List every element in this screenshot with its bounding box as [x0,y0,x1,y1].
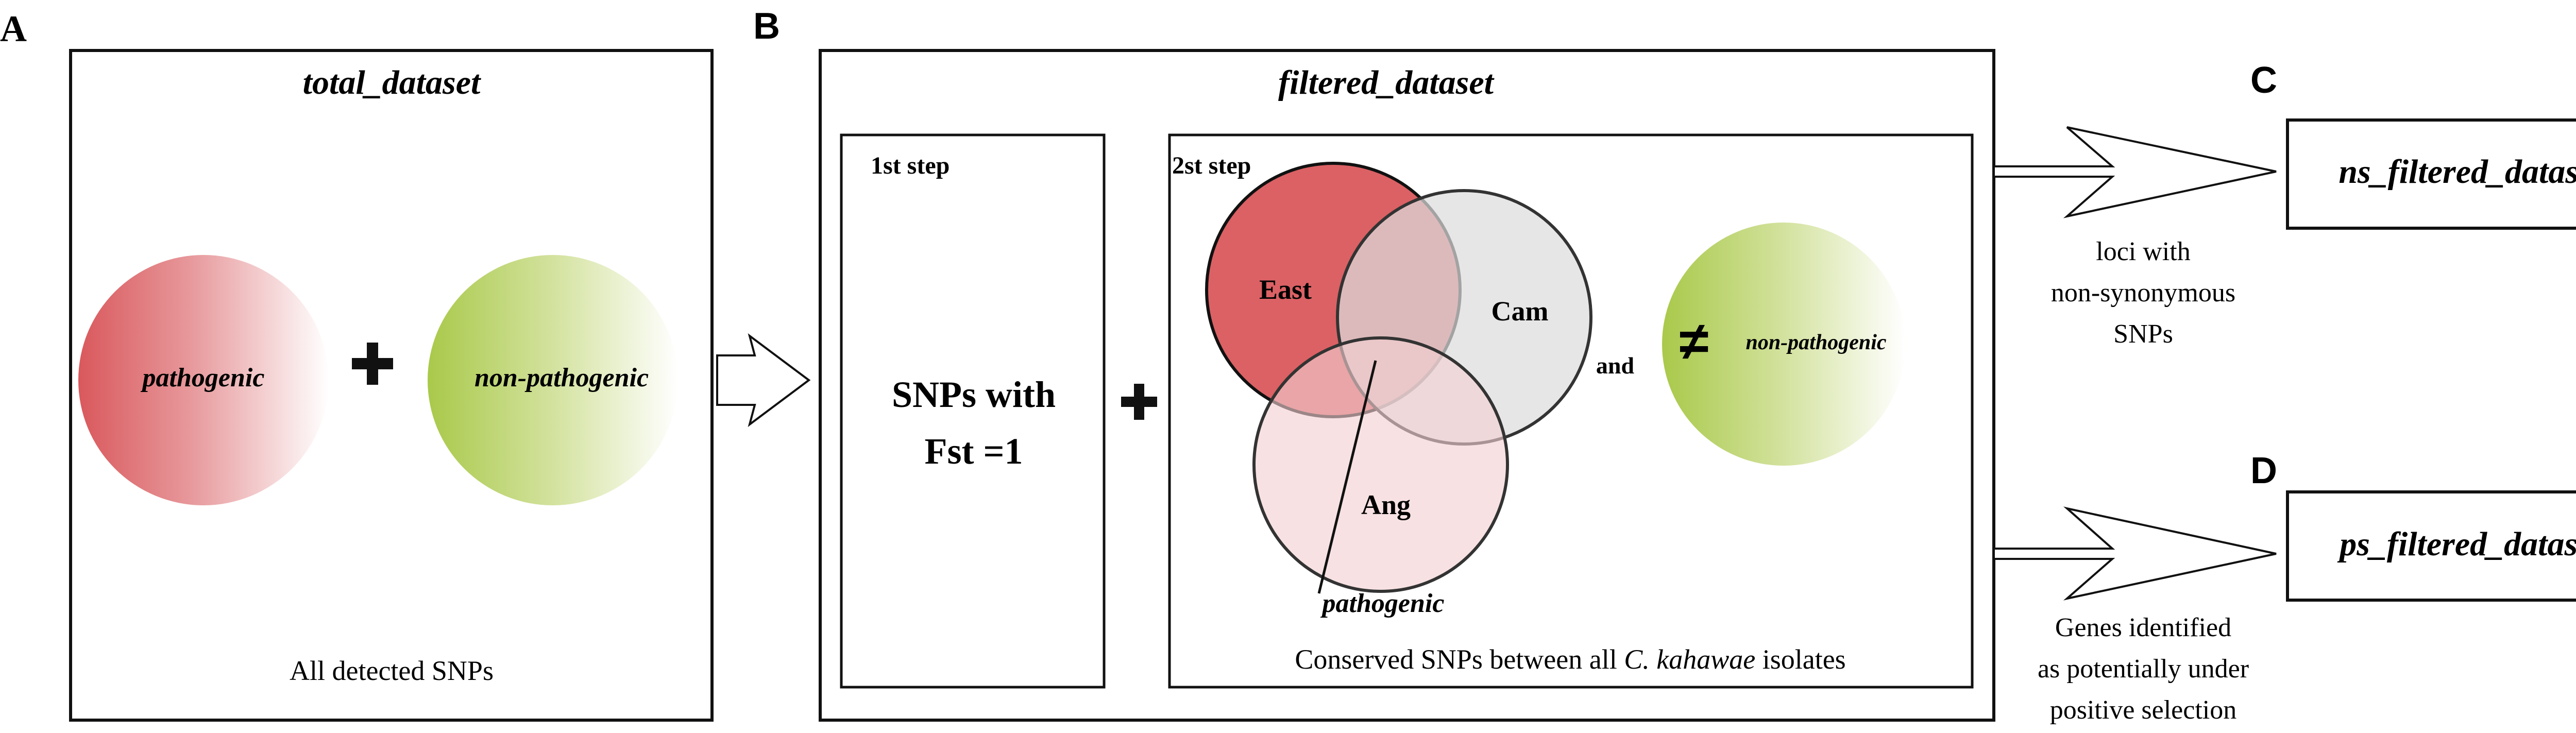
step2-caption-prefix: Conserved SNPs between all [1295,644,1624,675]
step2-pathogenic-label: pathogenic [1320,589,1445,618]
step2-non-pathogenic-circle [1662,223,1905,466]
arrow-a-to-b-icon [716,333,811,428]
plus-icon-a [352,343,393,385]
arrow-b-to-c-icon [1993,126,2277,218]
non-pathogenic-circle [428,255,678,505]
venn-ang-circle [1252,336,1509,593]
panel-c-note-line1: loci with [2096,237,2190,266]
step2-caption-suffix: isolates [1755,644,1845,675]
panel-c-note-line2: non-synonymous [2051,278,2235,308]
step1-text-line1: SNPs with [892,374,1056,415]
panel-d-note-line2: as potentially under [2038,654,2249,684]
panel-label-d: D [2250,450,2277,491]
step2-caption-species: C. kahawae [1624,644,1755,675]
step1-box [840,133,1106,689]
panel-label-c: C [2250,60,2277,101]
arrow-b-to-d-icon [1993,506,2277,601]
panel-d-box [2286,490,2576,602]
step1-text-line2: Fst =1 [924,431,1023,472]
panel-b-frame [819,49,1995,722]
and-label: and [1596,352,1635,379]
panel-d-box-label: ps_filtered_dataset [2337,525,2576,563]
panel-d-note-line1: Genes identified [2055,613,2231,642]
pathogenic-pointer-line [1317,360,1377,594]
panel-label-a: A [0,8,27,49]
venn-diagram [1205,162,1592,594]
venn-ang-label: Ang [1361,489,1411,520]
panel-a-title: total_dataset [303,64,481,101]
panel-a-caption: All detected SNPs [290,655,494,686]
panel-a-frame [69,49,714,722]
venn-east-label: East [1259,274,1312,305]
non-pathogenic-label: non-pathogenic [474,363,649,393]
panel-c-box-label: ns_filtered_dataset [2338,153,2576,191]
panel-c-box [2286,118,2576,230]
step2-heading: 2st step [1172,152,1251,179]
step2-box [1168,133,1974,689]
not-equal-icon: ≠ [1679,312,1708,371]
pathogenic-label: pathogenic [141,363,265,393]
plus-icon-b [1121,384,1157,420]
step2-non-pathogenic-label: non-pathogenic [1745,331,1886,354]
panel-label-b: B [753,6,780,47]
pathogenic-circle [78,255,329,505]
panel-d-note-line3: positive selection [2050,695,2236,725]
panel-c-note-line3: SNPs [2113,319,2173,349]
step2-caption: Conserved SNPs between all C. kahawae is… [1295,644,1845,675]
venn-cam-label: Cam [1492,296,1549,327]
step1-heading: 1st step [871,152,950,179]
panel-b-title: filtered_dataset [1278,64,1495,101]
